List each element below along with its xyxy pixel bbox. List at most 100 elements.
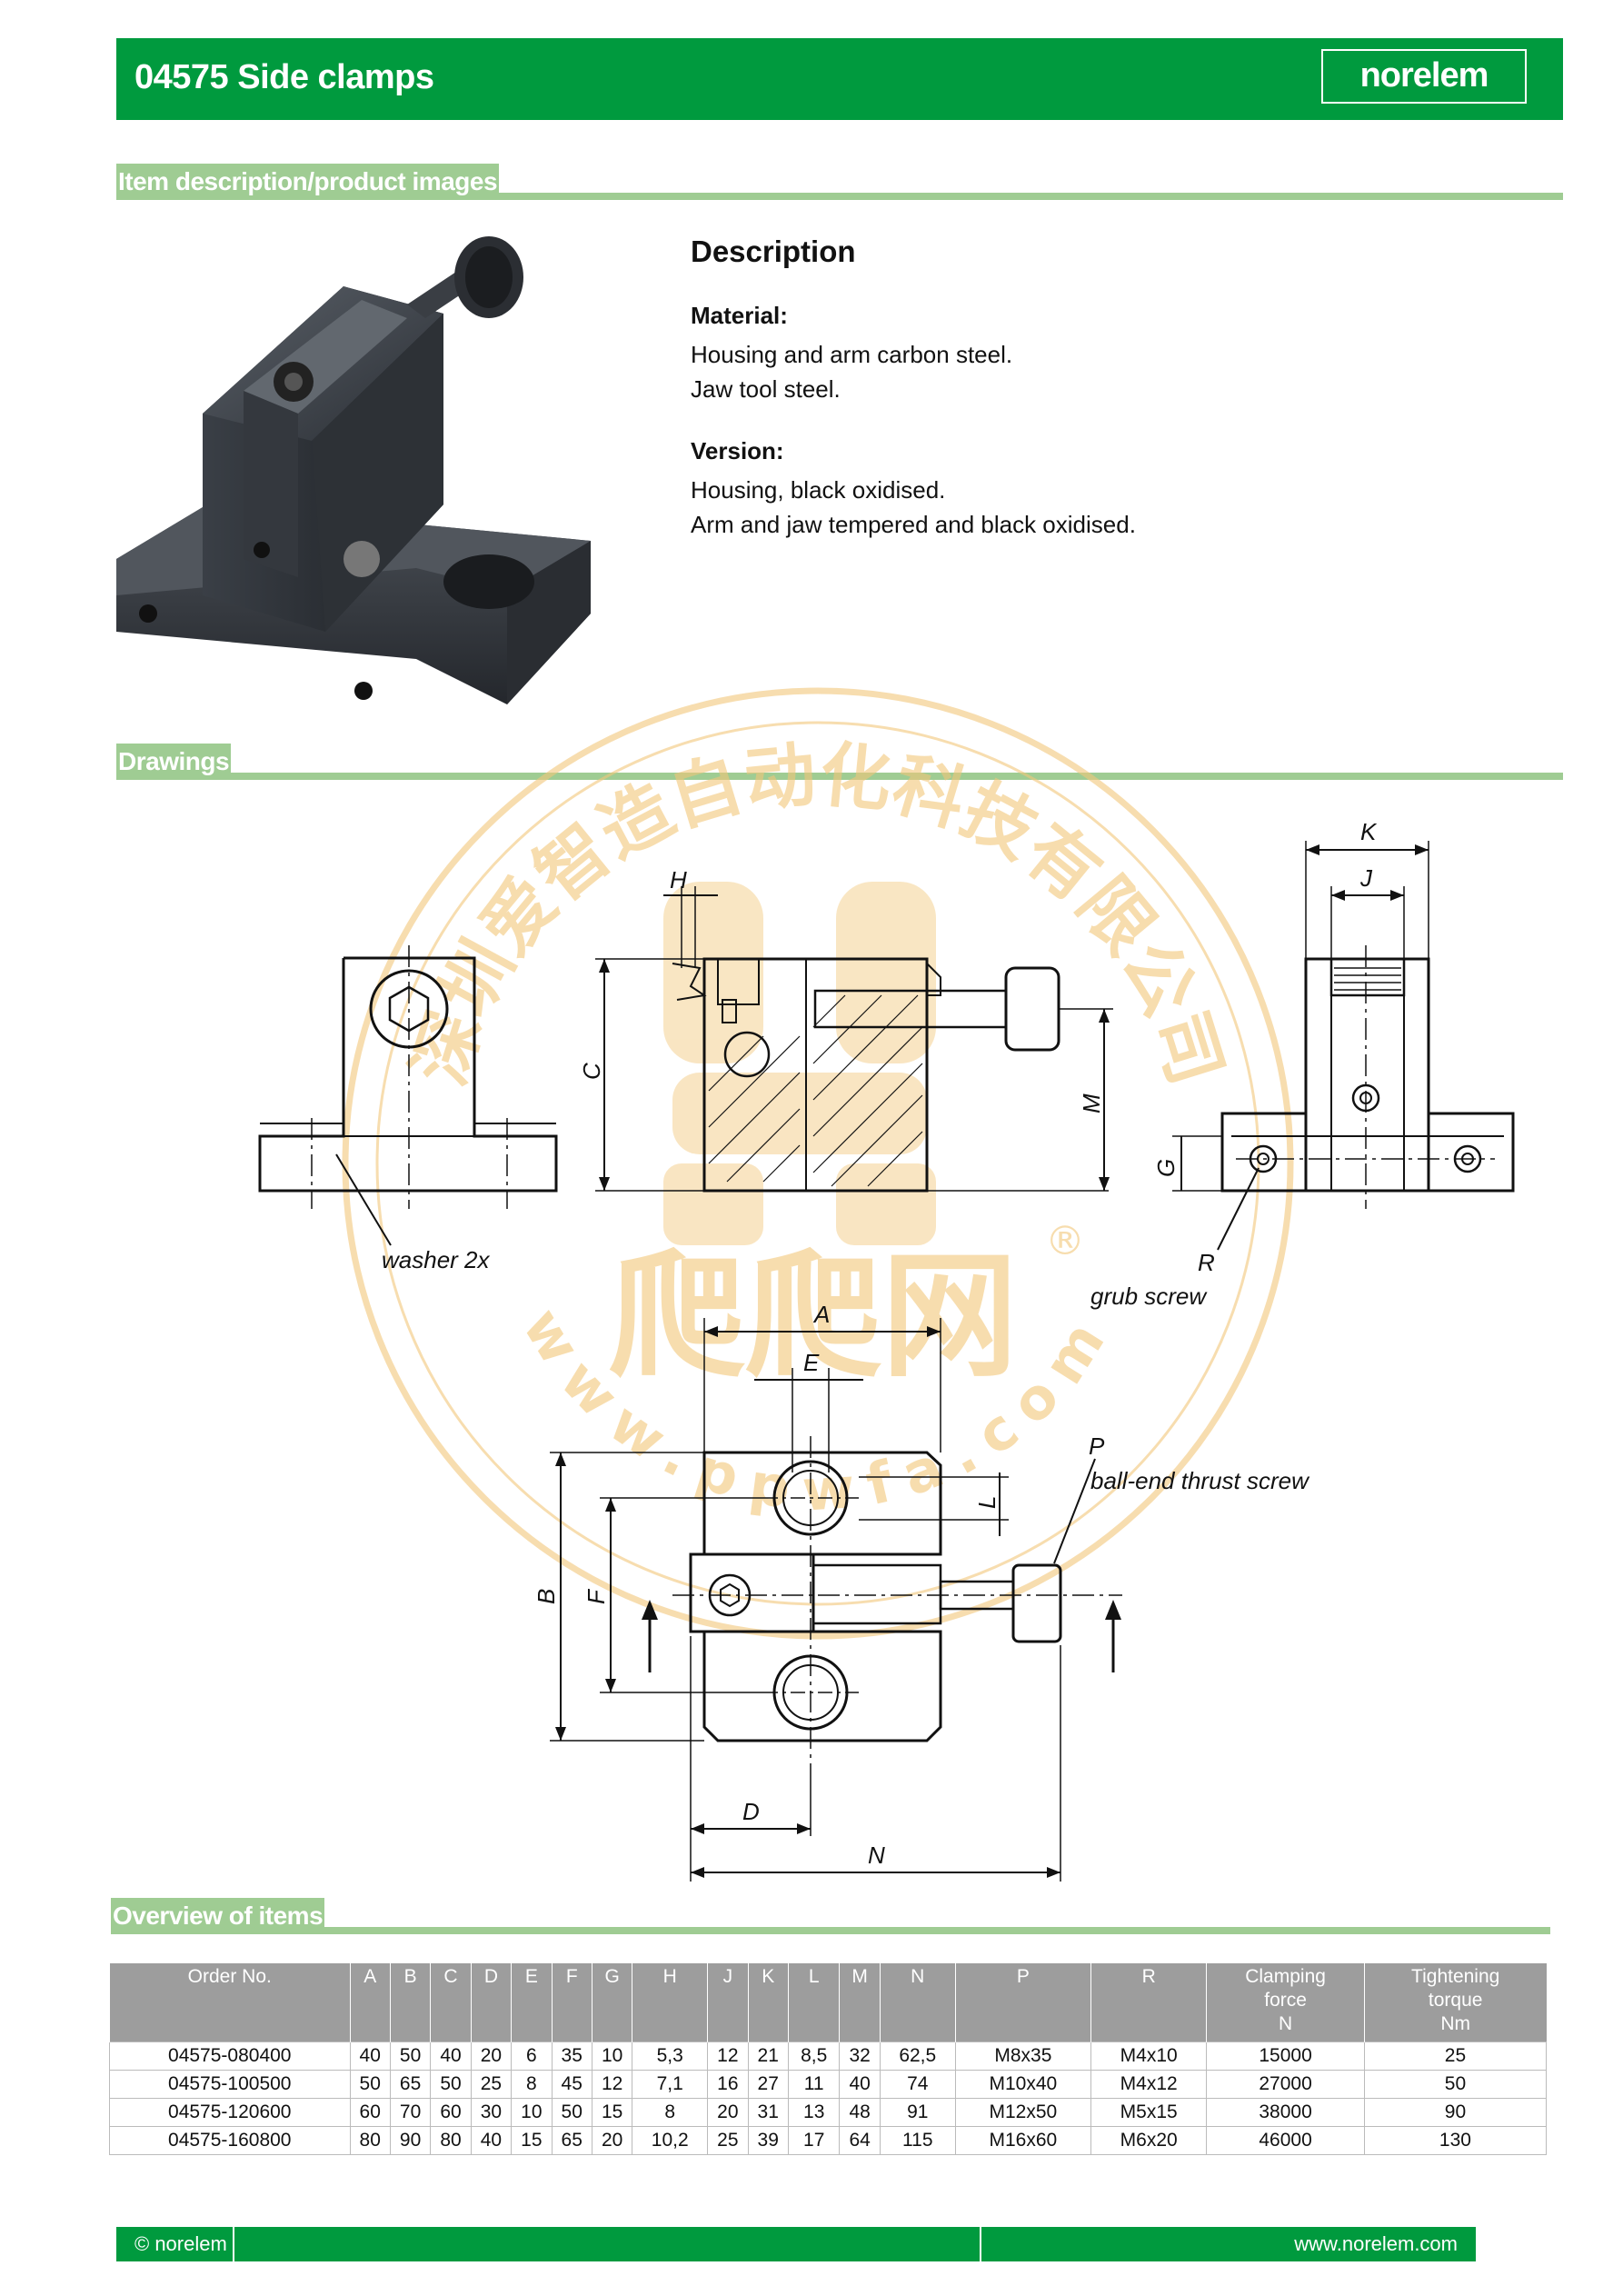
column-header: L [787,1963,840,2041]
table-cell: 115 [879,2125,956,2155]
table-cell: 12 [707,2041,749,2071]
table-cell: 40 [349,2041,391,2071]
table-cell: 31 [747,2097,789,2127]
table-cell: 10 [591,2041,633,2071]
table-cell: 8 [632,2097,709,2127]
table-cell: 80 [349,2125,391,2155]
table-cell: 30 [470,2097,513,2127]
section-drawings: Drawings [116,744,1563,780]
table-cell: 04575-100500 [109,2069,351,2099]
footer-divider [233,2227,234,2261]
table-cell: 25 [707,2125,749,2155]
table-cell: 90 [389,2125,432,2155]
table-cell: 12 [591,2069,633,2099]
table-cell: 65 [551,2125,592,2155]
dim-label-b: B [533,1589,560,1604]
column-header: D [470,1963,512,2041]
table-cell: 04575-080400 [109,2041,351,2071]
table-cell: 11 [787,2069,841,2099]
section-rule [220,773,1563,780]
column-header: P [954,1963,1091,2041]
table-cell: 8,5 [787,2041,841,2071]
washer-label: washer 2x [382,1246,490,1273]
column-header: F [551,1963,592,2041]
table-cell: M4x10 [1090,2041,1208,2071]
table-cell: 27 [747,2069,789,2099]
section-rule [305,1927,1550,1934]
dim-label-n: N [868,1842,885,1869]
footer-website-link[interactable]: www.norelem.com [1294,2232,1458,2255]
material-label: Material: [691,302,788,329]
footer-copyright: © norelem [134,2232,227,2255]
table-cell: 16 [707,2069,749,2099]
table-cell: 91 [879,2097,956,2127]
page-title: 04575 Side clamps [134,58,434,96]
section-images: Item description/product images [116,164,1563,200]
watermark-top-text: 深圳爱智造自动化科技有限公司 [399,734,1238,1094]
table-cell: 39 [747,2125,789,2155]
table-cell: 50 [1363,2069,1548,2099]
table-cell: M16x60 [954,2125,1092,2155]
version-label: Version: [691,437,784,464]
column-header: B [389,1963,431,2041]
dim-label-k: K [1360,818,1378,845]
table-cell: 70 [389,2097,432,2127]
table-cell: 64 [839,2125,881,2155]
table-cell: 45 [551,2069,592,2099]
svg-text:www.ppwfa.com: www.ppwfa.com [510,1296,1126,1523]
table-cell: M10x40 [954,2069,1092,2099]
grub-screw-label: grub screw [1090,1283,1208,1310]
table-cell: 7,1 [632,2069,709,2099]
footer-bar: © norelem www.norelem.com [116,2227,1476,2261]
section-drawings-label: Drawings [116,744,232,780]
table-cell: 20 [591,2125,633,2155]
logo-text: norelem [1359,56,1489,95]
table-cell: 65 [389,2069,432,2099]
dim-label-f: F [582,1588,610,1604]
table-cell: 15000 [1206,2041,1365,2071]
section-images-label: Item description/product images [116,164,500,200]
watermark-bottom-text: www.ppwfa.com [510,1296,1110,1523]
table-cell: 80 [430,2125,472,2155]
table-cell: 48 [839,2097,881,2127]
table-cell: 10,2 [632,2125,709,2155]
table-cell: 15 [511,2125,553,2155]
dim-label-c: C [578,1063,605,1080]
table-cell: 40 [470,2125,513,2155]
column-header: R [1090,1963,1207,2041]
dim-label-r: R [1198,1249,1215,1276]
table-cell: 32 [839,2041,881,2071]
dim-label-h: H [670,866,687,893]
table-cell: 60 [430,2097,472,2127]
description-title: Description [691,235,856,268]
table-cell: 50 [389,2041,432,2071]
table-cell: 5,3 [632,2041,709,2071]
table-cell: 17 [787,2125,841,2155]
table-cell: 04575-160800 [109,2125,351,2155]
norelem-logo[interactable]: norelem [1321,49,1527,104]
table-cell: 60 [349,2097,391,2127]
dim-label-j: J [1359,864,1373,892]
material-line: Jaw tool steel. [691,375,841,403]
table-cell: 27000 [1206,2069,1365,2099]
description: Description Material: Housing and arm ca… [691,235,1508,542]
dim-label-g: G [1152,1159,1180,1177]
dim-label-l: L [973,1496,1001,1509]
table-cell: 130 [1363,2125,1548,2155]
table-cell: 40 [430,2041,472,2071]
table-cell: 25 [1363,2041,1548,2071]
table-cell: 40 [839,2069,881,2099]
table-cell: 35 [551,2041,592,2071]
table-cell: 38000 [1206,2097,1365,2127]
product-image [116,236,591,704]
table-cell: 10 [511,2097,553,2127]
section-overview-label: Overview of items [111,1898,325,1934]
dim-label-m: M [1078,1093,1105,1113]
column-header: A [349,1963,391,2041]
